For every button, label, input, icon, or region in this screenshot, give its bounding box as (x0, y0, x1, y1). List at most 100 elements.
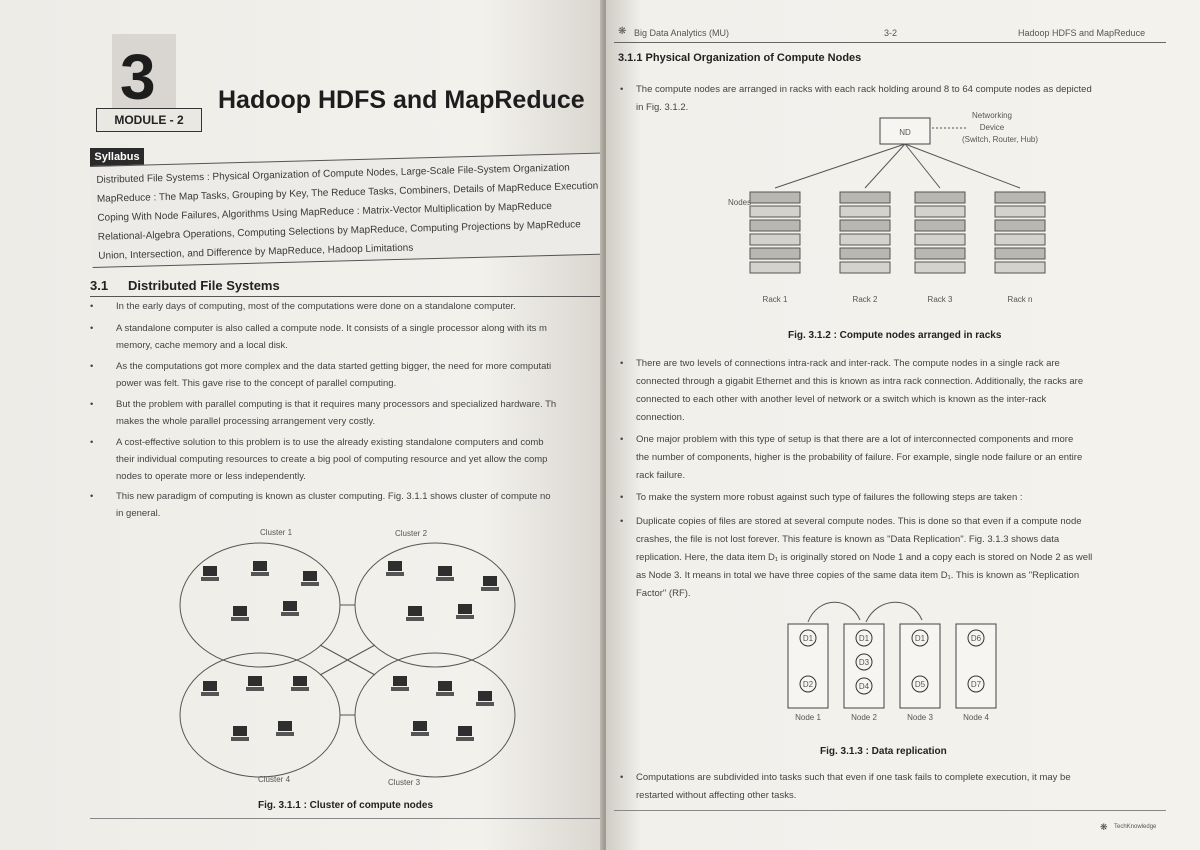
rack-node (839, 247, 891, 260)
cluster-ellipse (179, 652, 341, 778)
networking-device-box (879, 117, 931, 145)
rack-node (994, 247, 1046, 260)
bullet-icon: • (620, 516, 624, 527)
node-label: Node 3 (907, 713, 933, 722)
syllabus-box: Distributed File Systems : Physical Orga… (90, 152, 604, 268)
computer-icon (201, 566, 219, 581)
page-bottom-rule (90, 818, 602, 819)
rack-node (994, 205, 1046, 218)
section-title: Distributed File Systems (128, 278, 280, 293)
data-item-label: D3 (859, 658, 870, 667)
nodes-label: Nodes (728, 198, 751, 207)
footer-logo-icon: ❋ (1100, 822, 1108, 832)
rack-node (994, 219, 1046, 232)
computer-icons (201, 561, 499, 741)
rack-node (749, 205, 801, 218)
bullet-icon: • (620, 358, 624, 369)
rack-link (864, 143, 906, 189)
data-item-label: D1 (803, 634, 814, 643)
nd-label: ND (899, 128, 911, 137)
racks-figure: ND Networking Device (Switch, Router, Hu… (728, 111, 1046, 304)
computer-icon (301, 571, 319, 586)
rack-link (904, 143, 941, 189)
bullet-line: •In the early days of computing, most of… (90, 301, 516, 312)
computer-icon (291, 676, 309, 691)
paragraph-line: connection. (636, 412, 685, 423)
computer-icon (391, 676, 409, 691)
cluster-ellipse (354, 542, 516, 668)
cluster-label: Cluster 1 (260, 528, 293, 537)
data-item-label: D7 (971, 680, 982, 689)
bullet-icon: • (620, 772, 624, 783)
header-logo-icon: ❋ (618, 26, 627, 37)
figure-caption: Fig. 3.1.3 : Data replication (820, 746, 947, 757)
data-item-circle (799, 675, 817, 693)
bullet-line: in general. (116, 508, 161, 519)
bullet-icon: • (620, 492, 624, 503)
rack-label: Rack 3 (928, 295, 953, 304)
bullet-line: makes the whole parallel processing arra… (116, 416, 376, 427)
data-item-label: D2 (803, 680, 814, 689)
rack-node (839, 205, 891, 218)
node-label: Node 2 (851, 713, 877, 722)
computer-icon (476, 691, 494, 706)
data-item-circle (967, 629, 985, 647)
paragraph-line: •The compute nodes are arranged in racks… (620, 84, 1092, 95)
paragraph-line: •One major problem with this type of set… (620, 434, 1074, 445)
syllabus-line: Union, Intersection, and Difference by M… (98, 242, 414, 262)
rack-link (774, 143, 906, 189)
bullet-line: •This new paradigm of computing is known… (90, 491, 551, 502)
computer-icon (386, 561, 404, 576)
bullet-line: nodes to operate more or less independen… (116, 471, 306, 482)
paragraph-line: Factor" (RF). (636, 588, 691, 599)
replication-arrow (865, 601, 923, 623)
cluster-label: Cluster 2 (395, 529, 428, 538)
cluster-label: Cluster 4 (258, 775, 291, 784)
paragraph-line: rack failure. (636, 470, 686, 481)
computer-icon (406, 606, 424, 621)
paragraph-line: crashes, the file is not lost forever. T… (636, 534, 1060, 545)
computer-icon (436, 681, 454, 696)
computer-icon (456, 726, 474, 741)
replication-arrow (807, 601, 861, 623)
rack-node (994, 261, 1046, 274)
data-item-label: D4 (859, 682, 870, 691)
paragraph-line: connected through a gigabit Ethernet and… (636, 376, 1084, 387)
node-label: Node 1 (795, 713, 821, 722)
computer-icon (436, 566, 454, 581)
paragraph-line: •Duplicate copies of files are stored at… (620, 516, 1082, 527)
syllabus-line: Coping With Node Failures, Algorithms Us… (97, 200, 553, 224)
computer-icon (231, 726, 249, 741)
paragraph-line: •To make the system more robust against … (620, 492, 1023, 503)
bullet-icon: • (90, 361, 94, 372)
figure-caption: Fig. 3.1.1 : Cluster of compute nodes (258, 800, 434, 811)
computer-icon (411, 721, 429, 736)
computer-icon (456, 604, 474, 619)
rack-label: Rack n (1008, 295, 1033, 304)
rack-node (749, 247, 801, 260)
paragraph-line: as Node 3. It means in total we have thr… (636, 570, 1080, 581)
section-number: 3.1 (90, 278, 109, 293)
data-item-label: D5 (915, 680, 926, 689)
rack-node (839, 191, 891, 204)
paragraph-line: connected to each other with another lev… (636, 394, 1047, 405)
header-chapter-title: Hadoop HDFS and MapReduce (1018, 28, 1146, 38)
bullet-line: memory, cache memory and a local disk. (116, 340, 288, 351)
data-item-label: D1 (859, 634, 870, 643)
node-label: Node 4 (963, 713, 989, 722)
rack-node (914, 233, 966, 246)
data-item-circle (855, 677, 873, 695)
node-box (899, 623, 941, 709)
figure-caption: Fig. 3.1.2 : Compute nodes arranged in r… (788, 330, 1002, 341)
rack-node (749, 261, 801, 274)
computer-icon (246, 676, 264, 691)
paragraph-line: •There are two levels of connections int… (620, 358, 1060, 369)
network-label-line: (Switch, Router, Hub) (962, 135, 1038, 144)
bullet-icon: • (90, 437, 94, 448)
rack-node (749, 191, 801, 204)
paragraph-line: •Computations are subdivided into tasks … (620, 772, 1071, 783)
rack-node (994, 191, 1046, 204)
